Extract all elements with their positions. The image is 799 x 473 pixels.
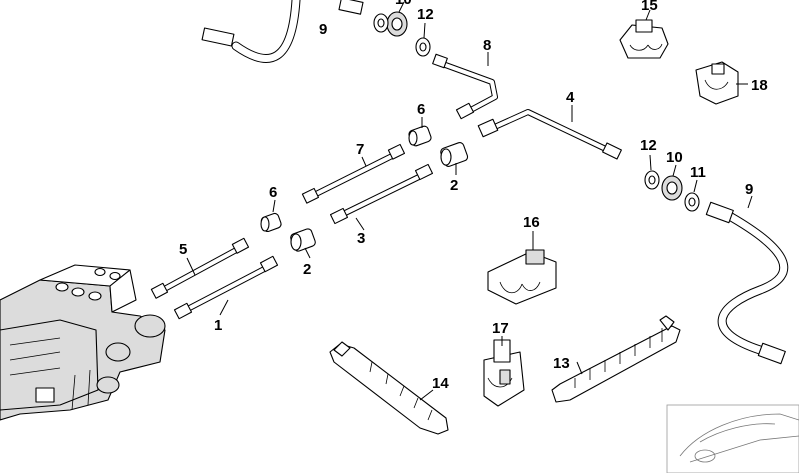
label-9-right: 9 [745,181,753,198]
label-4: 4 [566,89,575,106]
label-1: 1 [214,317,222,334]
brake-pipe-4 [477,109,622,160]
brake-pipe-5 [150,237,250,299]
label-12-top: 12 [417,6,434,23]
clip-16 [487,249,557,305]
label-11: 11 [690,164,706,181]
label-15: 15 [641,0,658,14]
leader-lines [186,1,753,401]
part-number-labels: 9 10 12 8 15 18 4 6 7 12 10 11 2 6 9 16 … [179,0,768,392]
label-6-upper: 6 [417,101,425,118]
label-3: 3 [357,230,365,247]
washer-11-right [684,192,700,212]
washer-10-right [661,175,683,201]
washer-12-right [644,170,660,190]
label-10-right: 10 [666,149,683,166]
label-8: 8 [483,37,491,54]
bracket-14 [329,341,449,435]
label-14: 14 [432,375,449,392]
label-18: 18 [751,77,768,94]
label-2-upper: 2 [450,177,458,194]
label-16: 16 [523,214,540,231]
brake-pipe-3 [329,163,434,225]
washer-10-top [386,11,408,37]
washer-12-top [415,37,431,57]
clip-15 [619,19,669,59]
label-5: 5 [179,241,187,258]
connector-2-upper [440,142,469,167]
label-17: 17 [492,320,509,337]
vehicle-thumbnail [666,404,799,473]
brake-pipe-1 [173,255,279,320]
connector-6-lower [260,212,282,233]
brake-hose-9-right [705,201,789,365]
label-12-right: 12 [640,137,657,154]
label-2-lower: 2 [303,261,311,278]
brake-pipe-7 [301,143,406,204]
bracket-13 [551,315,681,403]
connector-6-upper [408,125,432,147]
label-10-top: 10 [395,0,412,8]
abs-hydraulic-unit [0,264,166,421]
brake-hose-9-top [201,0,364,63]
holder-17 [483,339,525,407]
connector-2-lower [290,228,316,252]
label-13: 13 [553,355,570,372]
label-9-top: 9 [319,21,327,38]
clip-18 [695,61,739,105]
label-6-lower: 6 [269,184,277,201]
label-7: 7 [356,141,364,158]
brake-pipe-8 [432,53,498,120]
washer-9-ring-top [373,13,389,33]
